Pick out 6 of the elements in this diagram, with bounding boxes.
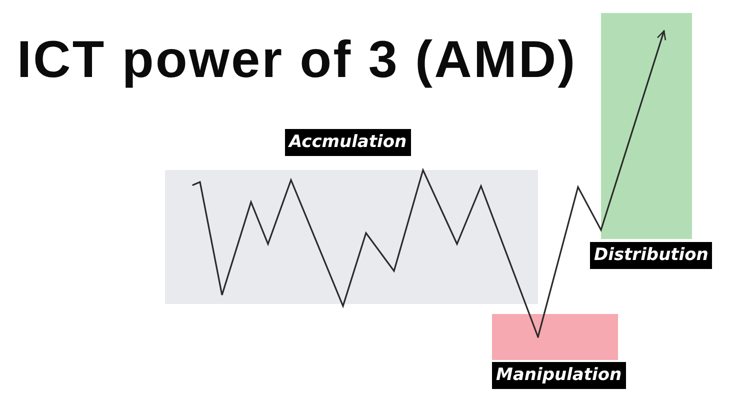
phase-label: Manipulation bbox=[492, 362, 626, 389]
phase-label: Distribution bbox=[590, 242, 712, 269]
price-path-arrow bbox=[537, 30, 666, 338]
phase-label: Accmulation bbox=[285, 129, 411, 156]
price-path-line bbox=[192, 168, 539, 338]
title: ICT power of 3 (AMD) bbox=[17, 30, 577, 90]
